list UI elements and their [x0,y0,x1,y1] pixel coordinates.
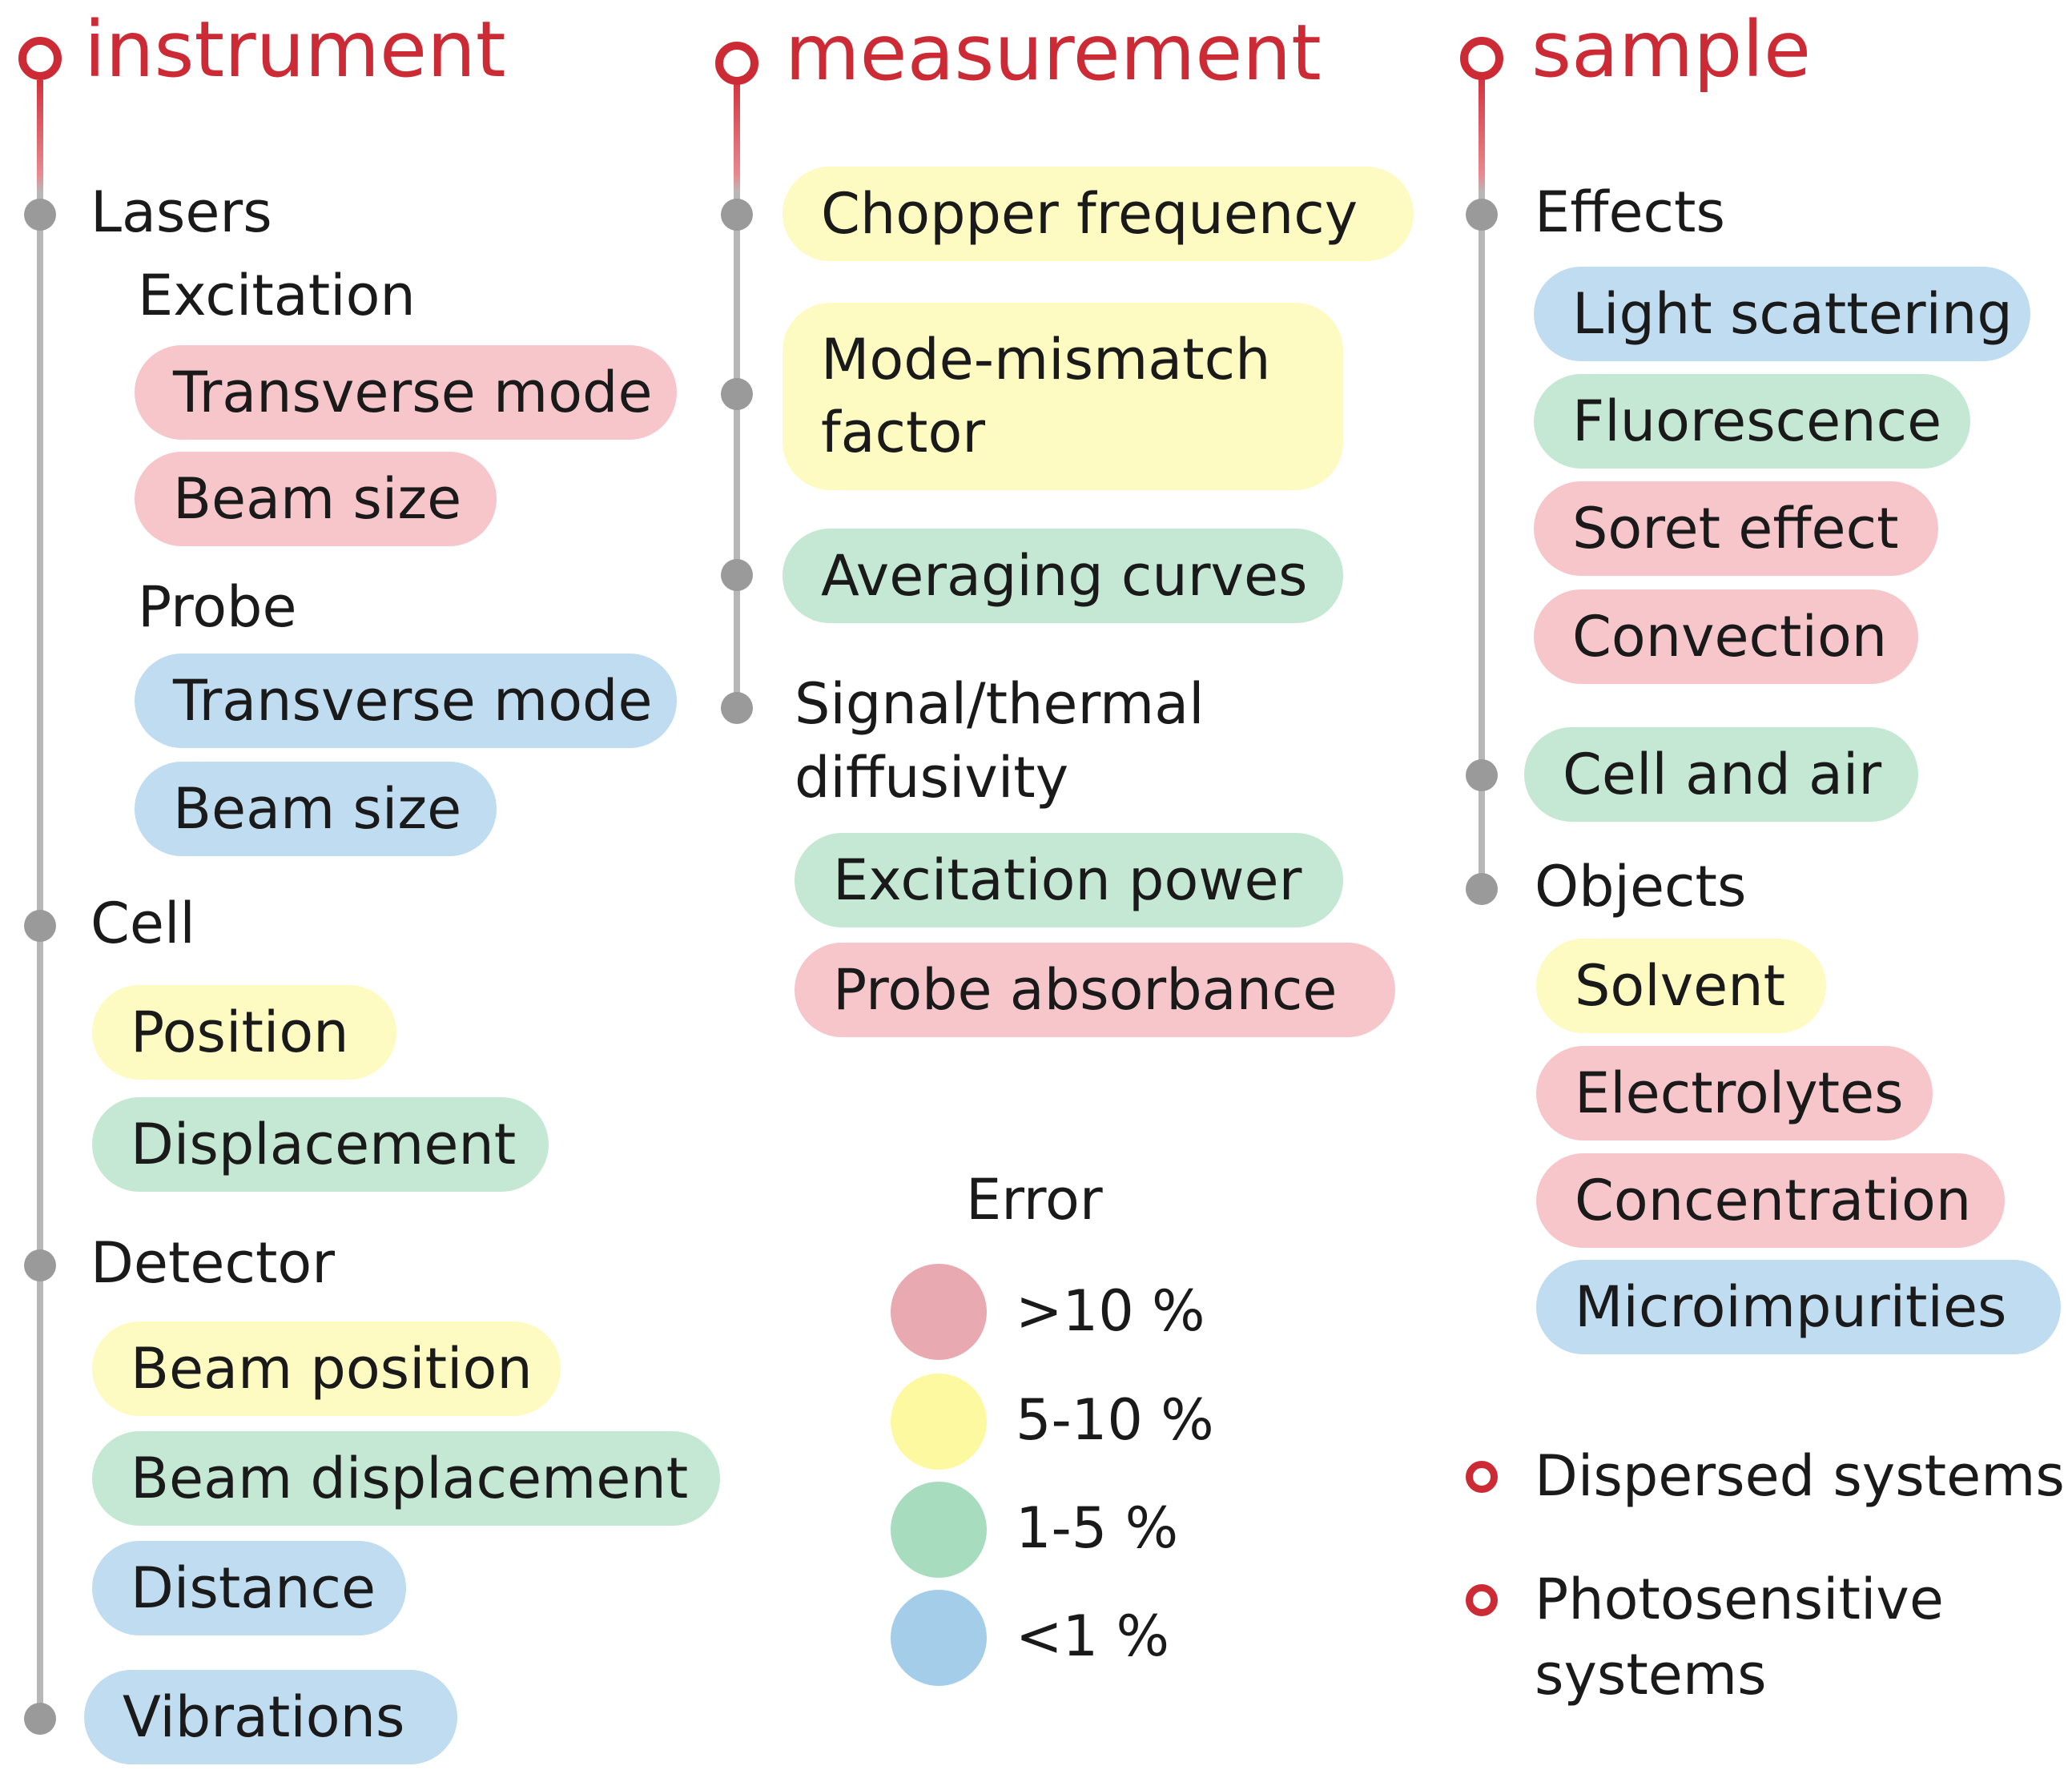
vibrations-pill: Vibrations [84,1670,457,1764]
probe-absorbance-pill: Probe absorbance [795,943,1395,1037]
measurement-ring-icon [715,42,758,85]
detector-distance-pill: Distance [92,1541,406,1635]
legend-label-yellow: 5-10 % [1016,1387,1214,1453]
detector-beam-displacement-pill: Beam displacement [92,1431,720,1526]
excitation-beam-size-pill: Beam size [135,452,497,546]
probe-transverse-mode-pill: Transverse mode [135,654,677,748]
signal-node-icon [721,692,753,724]
cell-node-icon [24,910,56,942]
sample-timeline [1479,192,1485,889]
instrument-title-connector [37,80,43,192]
mode-mismatch-node-icon [721,378,753,410]
chopper-node-icon [721,199,753,231]
mode-mismatch-line-2: factor [821,400,986,465]
objects-node-icon [1466,873,1498,905]
effects-node-icon [1466,199,1498,231]
instrument-ring-icon [18,37,62,80]
chopper-frequency-pill: Chopper frequency [783,167,1414,261]
detector-beam-position-pill: Beam position [92,1321,561,1416]
instrument-title: instrument [84,5,506,95]
excitation-label: Excitation [138,263,416,328]
cell-position-pill: Position [92,985,396,1080]
measurement-title: measurement [785,8,1322,98]
cell-and-air-pill: Cell and air [1524,727,1918,822]
legend-label-green: 1-5 % [1016,1495,1179,1561]
signal-line-2: diffusivity [795,745,1069,811]
probe-label: Probe [138,574,297,640]
lasers-node-icon [24,199,56,231]
averaging-curves-pill: Averaging curves [783,529,1343,623]
objects-label: Objects [1535,854,1747,919]
electrolytes-pill: Electrolytes [1536,1046,1933,1140]
instrument-timeline [37,192,43,1718]
excitation-transverse-mode-pill: Transverse mode [135,345,677,440]
detector-label: Detector [91,1230,336,1296]
photosensitive-line-2: systems [1535,1642,1767,1708]
photosensitive-systems-ring-icon [1466,1584,1498,1616]
dispersed-systems-ring-icon [1466,1461,1498,1493]
detector-node-icon [24,1249,56,1281]
cell-label: Cell [91,891,195,956]
measurement-timeline [734,192,740,705]
legend-swatch-blue [891,1590,987,1686]
sample-title-connector [1479,77,1485,192]
convection-pill: Convection [1534,589,1918,684]
microimpurities-pill: Microimpurities [1536,1260,2061,1354]
fluorescence-pill: Fluorescence [1534,374,1970,469]
excitation-power-pill: Excitation power [795,833,1343,927]
cell-and-air-node-icon [1466,759,1498,791]
light-scattering-pill: Light scattering [1534,267,2030,361]
legend-swatch-red [891,1264,987,1360]
sample-title: sample [1531,5,1812,95]
measurement-title-connector [734,80,740,192]
cell-displacement-pill: Displacement [92,1097,549,1192]
sample-ring-icon [1460,37,1503,80]
photosensitive-line-1: Photosensitive [1535,1567,1944,1632]
effects-label: Effects [1535,179,1725,245]
averaging-node-icon [721,559,753,591]
mode-mismatch-pill: Mode-mismatch factor [783,303,1343,490]
vibrations-node-icon [24,1703,56,1735]
dispersed-systems-label: Dispersed systems [1535,1443,2065,1509]
solvent-pill: Solvent [1536,939,1826,1033]
legend-label-blue: <1 % [1016,1603,1169,1669]
signal-line-1: Signal/thermal [795,671,1205,737]
legend-title: Error [966,1167,1103,1233]
soret-effect-pill: Soret effect [1534,481,1938,576]
concentration-pill: Concentration [1536,1153,2005,1248]
probe-beam-size-pill: Beam size [135,762,497,856]
legend-swatch-green [891,1482,987,1578]
legend-label-red: >10 % [1016,1278,1205,1344]
legend-swatch-yellow [891,1374,987,1470]
mode-mismatch-line-1: Mode-mismatch [821,327,1271,392]
lasers-label: Lasers [91,179,272,245]
